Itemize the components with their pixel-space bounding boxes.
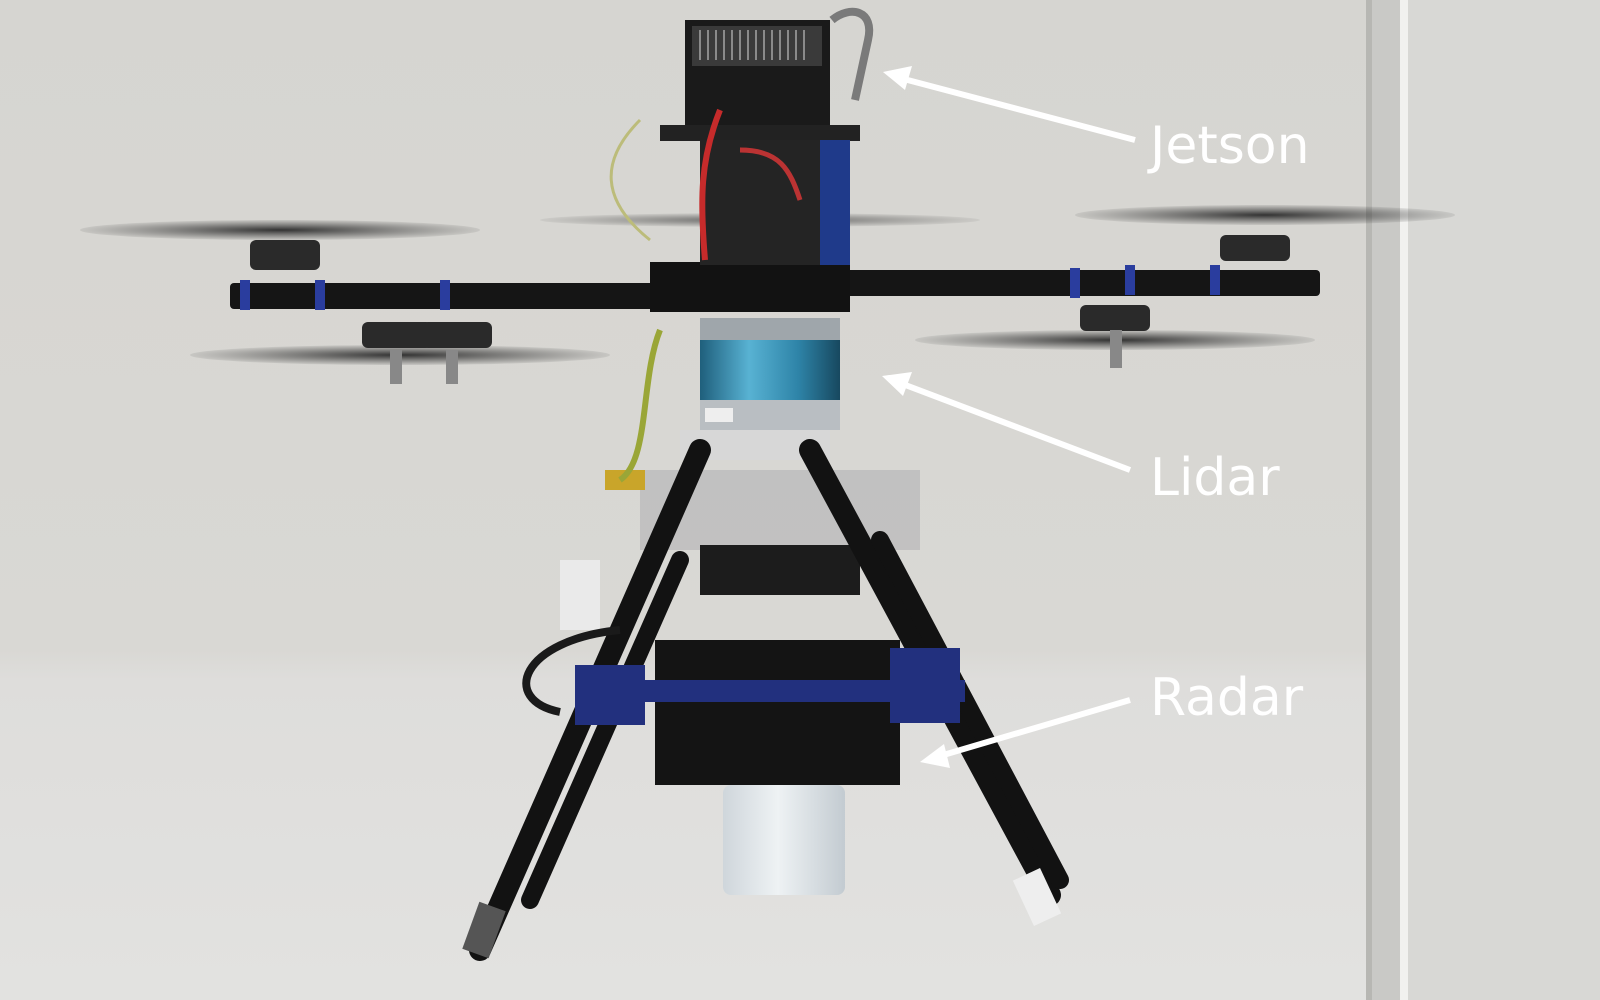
radar-arrow [920, 697, 1131, 768]
lidar-label: Lidar [1150, 448, 1280, 508]
jetson-label: Jetson [1147, 116, 1310, 176]
lidar-sensor [700, 318, 840, 430]
radar-label: Radar [1150, 668, 1304, 728]
jetson-arrow [883, 66, 1136, 143]
door-frame [1366, 0, 1600, 1000]
jetson-unit [660, 7, 874, 141]
callout-arrows [882, 66, 1136, 768]
lidar-arrow [882, 372, 1132, 473]
frame-arms [230, 262, 1320, 312]
leg-tips [462, 868, 1062, 959]
electronics-stack [609, 108, 850, 265]
motors [250, 235, 1290, 384]
radar-sensor [522, 626, 965, 895]
